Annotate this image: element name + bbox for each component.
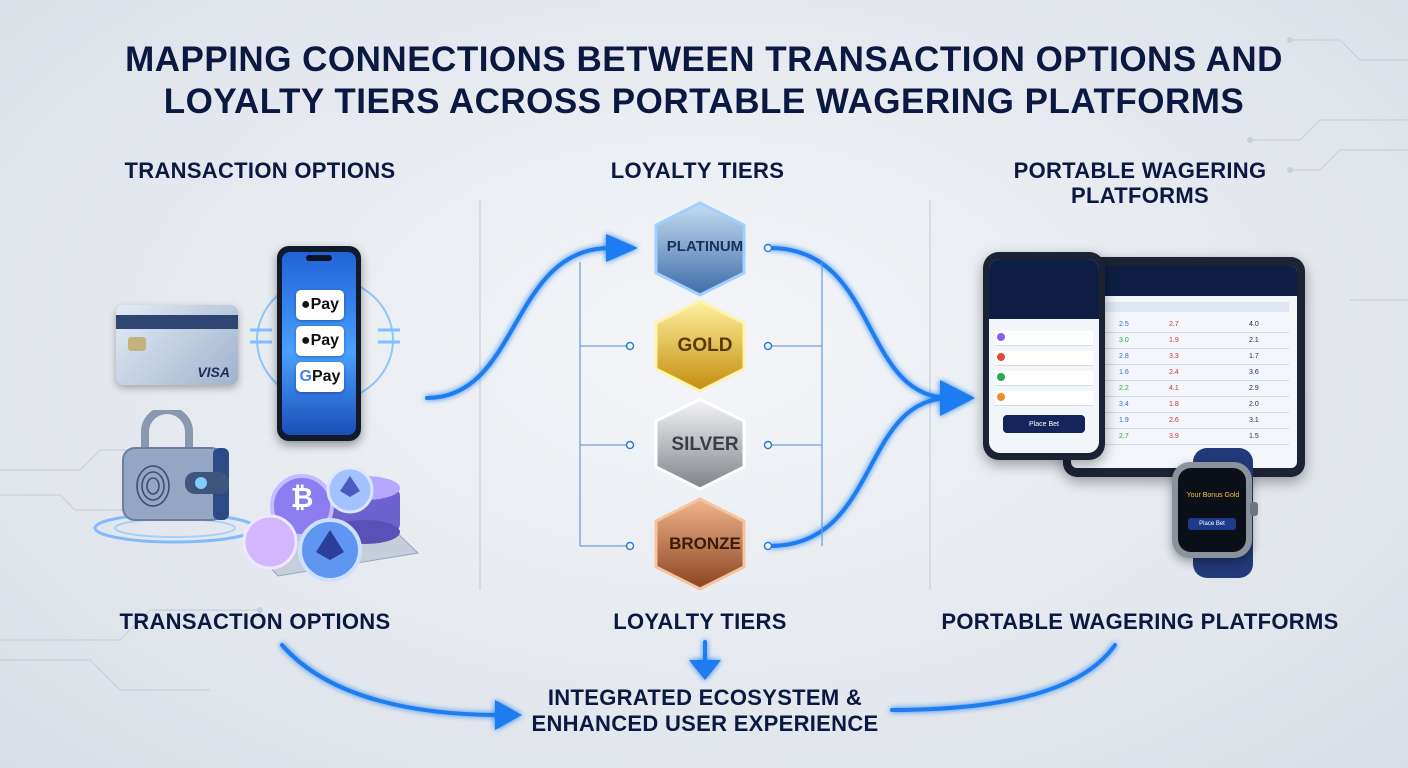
phone-app-header	[989, 259, 1099, 319]
apple-icon: ●	[301, 296, 311, 314]
phone-list-row	[995, 331, 1093, 346]
card-stripe	[116, 315, 238, 329]
bottom-label-loyalty: LOYALTY TIERS	[560, 609, 840, 634]
watch-place-bet-button[interactable]: Place Bet	[1188, 518, 1236, 530]
bottom-label-platforms: PORTABLE WAGERING PLATFORMS	[930, 609, 1350, 634]
card-chip-icon	[128, 337, 146, 351]
arrow-platinum-to-platforms	[770, 248, 950, 398]
outcome-line2: ENHANCED USER EXPERIENCE	[505, 711, 905, 736]
apple-pay-badge-1: ●Pay	[296, 290, 344, 320]
sport-icon	[997, 333, 1005, 341]
phone-list-row	[995, 351, 1093, 366]
platform-phone: Place Bet	[983, 252, 1105, 460]
sport-icon	[997, 353, 1005, 361]
phone-app-screen: Place Bet	[989, 259, 1099, 453]
tier-gold-label: GOLD	[640, 335, 770, 357]
phone-list-row	[995, 391, 1093, 406]
sport-icon	[997, 373, 1005, 381]
bitcoin-icon: ₿	[287, 482, 317, 514]
tier-bronze-label: BRONZE	[640, 534, 770, 554]
apple-pay-badge-2: ●Pay	[296, 326, 344, 356]
bottom-label-transaction: TRANSACTION OPTIONS	[100, 609, 410, 634]
tablet-toolbar	[1079, 302, 1289, 312]
phone-notch	[306, 255, 332, 261]
apple-pay-label-1: Pay	[311, 296, 339, 314]
credit-card: VISA	[116, 305, 238, 385]
phone-list-row	[995, 371, 1093, 386]
secure-wallet-icon	[85, 410, 265, 550]
watch-screen: Your Bonus Gold Place Bet	[1178, 468, 1246, 552]
crypto-coins-icon	[240, 468, 420, 588]
arrow-transaction-to-tiers	[427, 248, 610, 398]
phone-place-bet-button[interactable]: Place Bet	[1003, 415, 1085, 433]
sport-icon	[997, 393, 1005, 401]
arrow-bronze-to-platforms	[770, 398, 950, 546]
tier-platinum-label: PLATINUM	[640, 238, 770, 255]
arrowhead-platforms	[940, 380, 975, 416]
arrow-transaction-to-outcome	[282, 645, 500, 715]
apple-icon: ●	[301, 332, 311, 350]
tier-silver-label: SILVER	[640, 434, 770, 456]
outcome-line1: INTEGRATED ECOSYSTEM &	[505, 685, 905, 710]
arrowhead-outcome-down	[689, 660, 721, 680]
platform-smartwatch: Your Bonus Gold Place Bet	[1172, 462, 1252, 558]
apple-pay-label-2: Pay	[311, 332, 339, 350]
card-brand: VISA	[197, 364, 230, 380]
google-g-icon: G	[300, 368, 312, 386]
watch-crown[interactable]	[1250, 502, 1258, 516]
watch-bonus-text: Your Bonus Gold	[1184, 492, 1242, 499]
arrow-platforms-to-outcome	[892, 645, 1115, 710]
google-pay-label: Pay	[312, 368, 340, 386]
